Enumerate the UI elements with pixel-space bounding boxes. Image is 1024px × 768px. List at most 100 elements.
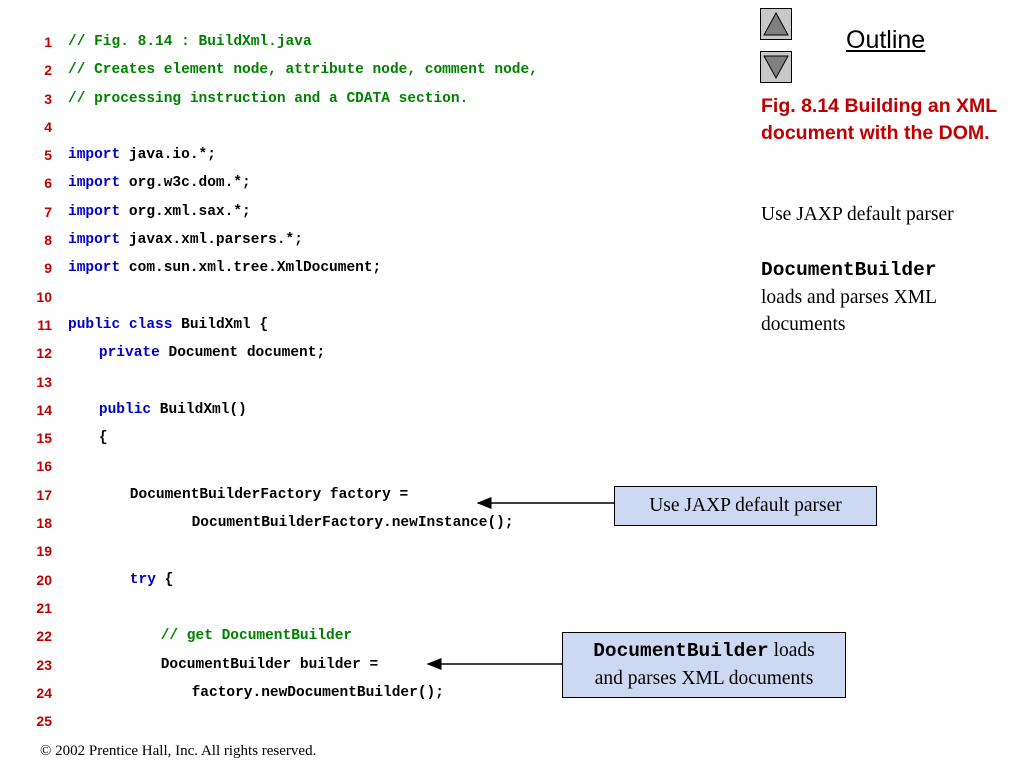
code-line: 8 import javax.xml.parsers.*;	[0, 226, 640, 254]
code-line: 23 DocumentBuilder builder =	[0, 651, 640, 679]
code-comment: // processing instruction and a CDATA se…	[68, 90, 469, 107]
code-comment: // Fig. 8.14 : BuildXml.java	[68, 34, 312, 50]
line-number: 21	[36, 599, 52, 616]
code-line: 25	[0, 707, 640, 735]
code-keyword: class	[128, 316, 173, 333]
code-token: Document document;	[159, 345, 326, 362]
code-token: DocumentBuilderFactory.newInstance();	[191, 515, 514, 532]
code-line: 3 // processing instruction and a CDATA s…	[0, 85, 640, 113]
code-comment: // Creates element node, attribute node,…	[68, 62, 538, 79]
note-jaxp: Use JAXP default parser	[761, 204, 954, 225]
code-line: 19	[0, 537, 640, 565]
figure-title: Fig. 8.14 Building an XML document with …	[761, 95, 997, 144]
outline-link[interactable]: Outline	[846, 26, 926, 54]
line-number: 15	[36, 430, 52, 447]
code-text: // Creates element node, attribute node,…	[68, 56, 538, 84]
code-keyword: import	[68, 260, 121, 277]
code-line: 21	[0, 594, 640, 622]
callout-builder-text-1: loads	[768, 640, 815, 661]
code-token: BuildXml {	[172, 316, 269, 333]
line-number: 14	[36, 401, 52, 418]
line-number: 9	[44, 260, 52, 277]
code-keyword: import	[68, 232, 121, 249]
line-number: 12	[36, 345, 52, 362]
code-line: 7 import org.xml.sax.*;	[0, 198, 640, 226]
code-token: java.io.*;	[120, 147, 216, 164]
next-slide-button[interactable]	[760, 51, 792, 83]
code-token: {	[98, 430, 108, 447]
code-text: factory.newDocumentBuilder();	[68, 679, 444, 707]
code-token: BuildXml()	[151, 401, 247, 418]
code-text: import org.xml.sax.*;	[68, 198, 251, 226]
code-token: javax.xml.parsers.*;	[120, 232, 303, 249]
code-text: // get DocumentBuilder	[68, 622, 352, 650]
note-builder-text: loads and parses XML documents	[761, 287, 937, 335]
code-keyword: import	[68, 203, 121, 220]
code-text: import java.io.*;	[68, 141, 216, 169]
code-line: 13	[0, 368, 640, 396]
code-token: org.w3c.dom.*;	[120, 175, 251, 192]
copyright-footer: © 2002 Prentice Hall, Inc. All rights re…	[40, 743, 317, 759]
line-number: 25	[36, 713, 52, 730]
line-number: 5	[44, 147, 52, 164]
code-text: DocumentBuilder builder =	[68, 651, 379, 679]
code-keyword: private	[98, 345, 160, 362]
line-number: 22	[36, 628, 52, 645]
code-token: DocumentBuilderFactory factory =	[129, 486, 409, 503]
callout-jaxp: Use JAXP default parser	[614, 486, 877, 526]
line-number: 3	[44, 90, 52, 107]
callout-builder-text-2: and parses XML documents	[594, 668, 814, 689]
code-token: {	[155, 571, 174, 588]
note-builder-code: DocumentBuilder	[761, 259, 937, 281]
code-line: 5 import java.io.*;	[0, 141, 640, 169]
line-number: 23	[36, 656, 52, 673]
code-keyword: public	[68, 316, 121, 333]
code-line: 10	[0, 283, 640, 311]
previous-slide-button[interactable]	[760, 8, 792, 40]
code-line: 22 // get DocumentBuilder	[0, 622, 640, 650]
code-text: // Fig. 8.14 : BuildXml.java	[68, 28, 312, 56]
code-text: import com.sun.xml.tree.XmlDocument;	[68, 254, 381, 282]
code-text: public BuildXml()	[68, 396, 247, 424]
code-text: DocumentBuilderFactory.newInstance();	[68, 509, 514, 537]
callout-builder-code: DocumentBuilder	[593, 640, 769, 662]
code-text: private Document document;	[68, 339, 325, 367]
code-line: 14 public BuildXml()	[0, 396, 640, 424]
code-keyword: try	[129, 571, 156, 588]
code-line: 18 DocumentBuilderFactory.newInstance();	[0, 509, 640, 537]
code-line: 4	[0, 113, 640, 141]
code-line: 6 import org.w3c.dom.*;	[0, 169, 640, 197]
line-number: 11	[37, 316, 52, 333]
code-token: com.sun.xml.tree.XmlDocument;	[120, 260, 382, 277]
code-token: org.xml.sax.*;	[120, 203, 251, 220]
code-line: 15 {	[0, 424, 640, 452]
code-text: import javax.xml.parsers.*;	[68, 226, 303, 254]
code-text: // processing instruction and a CDATA se…	[68, 85, 468, 113]
code-comment: // get DocumentBuilder	[160, 628, 353, 645]
line-number: 7	[44, 203, 52, 220]
code-keyword: public	[98, 401, 152, 418]
line-number: 13	[36, 373, 52, 390]
code-token: factory.newDocumentBuilder();	[191, 684, 444, 701]
line-number: 8	[44, 232, 52, 249]
line-number: 17	[36, 486, 52, 503]
code-text: {	[68, 424, 108, 452]
line-number: 20	[36, 571, 52, 588]
code-line: 16	[0, 452, 640, 480]
code-keyword: import	[68, 175, 121, 192]
line-number: 6	[44, 175, 52, 192]
line-number: 18	[36, 515, 52, 532]
callout-document-builder: DocumentBuilder loads and parses XML doc…	[562, 632, 846, 698]
triangle-down-icon	[763, 55, 789, 80]
code-line: 11 public class BuildXml {	[0, 311, 640, 339]
line-number: 24	[36, 684, 52, 701]
code-line: 9 import com.sun.xml.tree.XmlDocument;	[0, 254, 640, 282]
line-number: 2	[44, 62, 52, 79]
line-number: 10	[36, 288, 52, 305]
code-text: DocumentBuilderFactory factory =	[68, 481, 408, 509]
code-line: 17 DocumentBuilderFactory factory =	[0, 481, 640, 509]
line-number: 19	[36, 543, 52, 560]
code-keyword: import	[68, 147, 121, 164]
